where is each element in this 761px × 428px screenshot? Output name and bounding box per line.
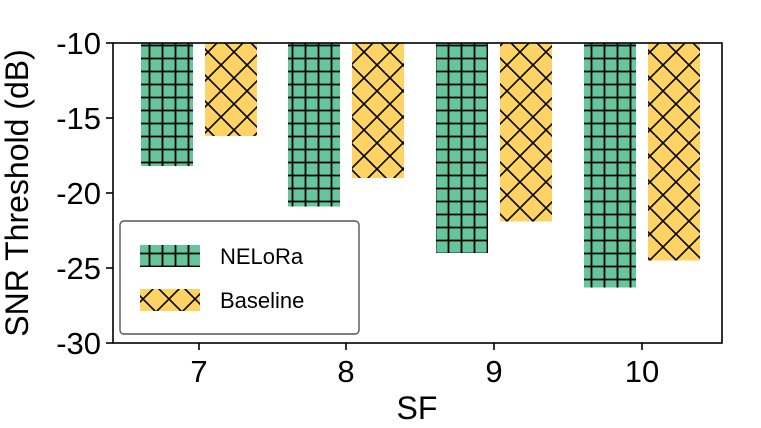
x-axis-label: SF: [397, 390, 438, 426]
x-axis-ticks: 7 8 9 10: [190, 343, 659, 389]
bar-hatch-nelora-sf8: [288, 43, 340, 207]
bar-hatch-nelora-sf7: [141, 43, 193, 166]
legend-label-nelora: NELoRa: [220, 244, 304, 269]
bar-hatch-baseline-sf9: [500, 43, 552, 222]
legend-swatch-baseline-hatch: [140, 289, 200, 311]
bars-group: [141, 43, 700, 288]
x-tick-label: 9: [485, 354, 502, 389]
y-tick-label: -15: [56, 101, 101, 136]
legend-frame: [119, 220, 360, 335]
legend: NELoRa Baseline: [119, 220, 360, 335]
bar-hatch-nelora-sf9: [436, 43, 488, 253]
y-tick-label: -25: [56, 251, 101, 286]
x-tick-label: 10: [625, 354, 659, 389]
plot-frame: [112, 42, 723, 344]
y-axis-ticks: -10 -15 -20 -25 -30: [56, 26, 113, 361]
y-tick-label: -10: [56, 26, 101, 61]
x-tick-label: 8: [337, 354, 354, 389]
bar-hatch-baseline-sf10: [648, 43, 700, 261]
y-axis-label: SNR Threshold (dB): [0, 49, 35, 337]
y-tick-label: -30: [56, 326, 101, 361]
bar-hatch-nelora-sf10: [584, 43, 636, 288]
legend-label-baseline: Baseline: [220, 288, 304, 313]
legend-item-baseline: Baseline: [140, 288, 304, 313]
y-tick-label: -20: [56, 176, 101, 211]
bar-hatch-baseline-sf7: [205, 43, 257, 136]
legend-item-nelora: NELoRa: [140, 244, 304, 269]
bar-hatch-baseline-sf8: [352, 43, 404, 178]
x-tick-label: 7: [190, 354, 207, 389]
legend-swatch-nelora-hatch: [140, 245, 200, 267]
